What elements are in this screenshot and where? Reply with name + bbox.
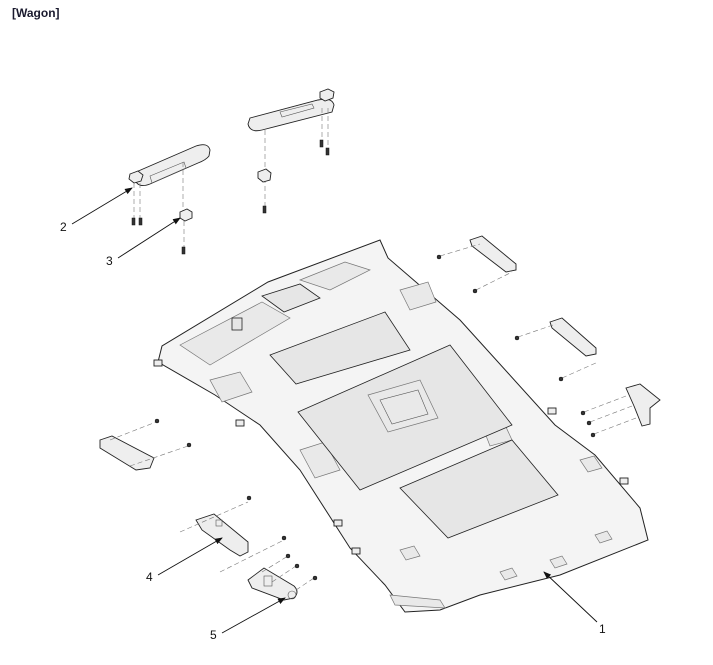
pad-rear (399, 439, 559, 539)
clip (153, 359, 163, 367)
screw (181, 246, 186, 255)
screw (285, 553, 291, 559)
bracket-right-rear (580, 383, 661, 438)
sunvisor-left (128, 144, 211, 226)
bracket-right-middle (514, 317, 599, 382)
sunvisor-retainer-left (179, 208, 193, 255)
callout-1: 1 (599, 622, 606, 636)
bracket-right-upper (436, 235, 517, 294)
screw (325, 147, 330, 156)
clip (547, 407, 557, 415)
screw (312, 575, 318, 581)
callout-4: 4 (146, 570, 153, 584)
callout-5: 5 (210, 628, 217, 642)
screw (436, 254, 442, 260)
sunvisor-retainer-right (257, 168, 272, 183)
screw (281, 535, 287, 541)
grab-handle-recess (399, 281, 437, 311)
leader-2 (71, 187, 133, 225)
leader-4 (157, 537, 223, 576)
screw (131, 217, 136, 226)
clip (235, 419, 245, 427)
leader-5 (221, 597, 286, 634)
sunvisor-right (247, 88, 335, 214)
clip (351, 547, 361, 555)
clip (619, 477, 629, 485)
diagram-title: [Wagon] (12, 6, 60, 20)
sunvisor-pivot-left (128, 170, 144, 184)
screw (246, 495, 252, 501)
screw (262, 205, 267, 214)
screw (186, 442, 192, 448)
clip (333, 519, 343, 527)
screw (586, 420, 592, 426)
headliner (153, 239, 649, 613)
screw (590, 432, 596, 438)
grab-handle-recess (299, 441, 341, 479)
sunvisor-pivot-right (319, 88, 335, 102)
leader-1 (543, 571, 598, 623)
screw (472, 288, 478, 294)
assist-grip-bracket-5 (247, 553, 318, 601)
assist-grip-bracket-4 (179, 495, 287, 573)
screw (294, 563, 300, 569)
screw (514, 335, 520, 341)
pad-front (269, 311, 411, 385)
screw (580, 410, 586, 416)
screw (154, 418, 160, 424)
callout-3: 3 (106, 254, 113, 268)
screw (319, 139, 324, 148)
center-dome-lamp (367, 379, 439, 433)
grab-handle-recess (209, 371, 253, 403)
leader-3 (117, 217, 181, 259)
callout-2: 2 (60, 220, 67, 234)
overhead-console (261, 283, 321, 313)
screw (558, 376, 564, 382)
map-lamp (231, 317, 243, 331)
screw (138, 217, 143, 226)
bracket-left (99, 418, 192, 471)
